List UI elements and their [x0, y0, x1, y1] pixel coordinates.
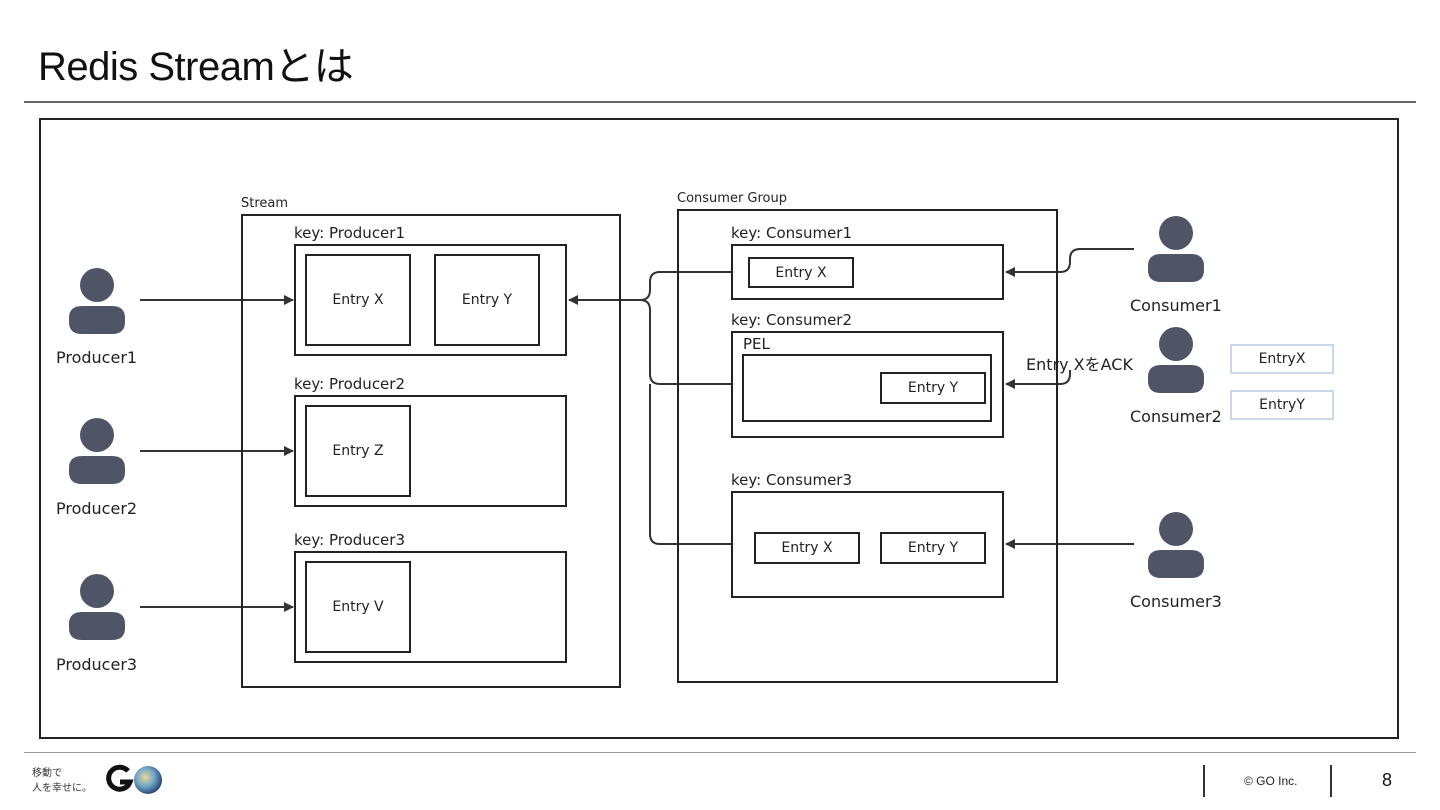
consumer-label: Consumer2 — [1130, 407, 1222, 426]
producer-person-icon — [69, 268, 125, 334]
stream-key-box — [294, 244, 567, 356]
copyright-text: © GO Inc. — [1244, 774, 1298, 788]
go-logo-icon — [106, 764, 162, 794]
stream-label: Stream — [241, 196, 289, 211]
consumer3-to-stream-line — [649, 384, 731, 545]
consumer-entry: Entry Y — [880, 532, 986, 564]
consumer-key-label: key: Consumer1 — [731, 224, 853, 242]
tagline-line: 人を幸せに。 — [32, 783, 92, 794]
footer-separator — [1330, 765, 1332, 797]
footer-divider — [24, 752, 1416, 753]
consumer-key-box — [731, 244, 1004, 300]
stream-key-label: key: Producer3 — [294, 531, 405, 549]
consumer-person-icon — [1148, 512, 1204, 578]
consumer2-entry: EntryX — [1230, 344, 1334, 374]
consumer-entry: Entry Y — [880, 372, 986, 404]
consumer-person-icon — [1148, 216, 1204, 282]
title-divider — [24, 101, 1416, 103]
stream-entry: Entry Y — [434, 254, 540, 346]
consumer2-arrow — [1005, 370, 1071, 389]
producer-label: Producer2 — [56, 499, 138, 518]
consumer-key-box — [731, 491, 1004, 598]
producer-person-icon — [69, 574, 125, 640]
consumer-key-box — [731, 331, 1004, 438]
stream-key-box — [294, 395, 567, 507]
producer-label: Producer3 — [56, 655, 138, 674]
consumer-label: Consumer3 — [1130, 592, 1222, 611]
stream-key-label: key: Producer1 — [294, 224, 405, 242]
ack-label: Entry XをACK — [1026, 355, 1133, 374]
consumer-group-box — [677, 209, 1058, 683]
stream-entry: Entry V — [305, 561, 411, 653]
consumer1-arrow — [1005, 248, 1134, 277]
producer-person-icon — [69, 418, 125, 484]
consumer-label: Consumer1 — [1130, 296, 1222, 315]
consumer-entry: Entry X — [754, 532, 860, 564]
producer-label: Producer1 — [56, 348, 138, 367]
stream-box — [241, 214, 621, 688]
consumer-group-label: Consumer Group — [677, 191, 787, 206]
tagline: 移動で 人を幸せに。 — [32, 766, 92, 796]
stream-entry: Entry X — [305, 254, 411, 346]
consumer2-entry: EntryY — [1230, 390, 1334, 420]
stream-entry: Entry Z — [305, 405, 411, 497]
footer-separator — [1203, 765, 1205, 797]
tagline-line: 移動で — [32, 768, 62, 779]
pel-label: PEL — [743, 335, 770, 353]
pel-box — [742, 354, 992, 422]
page-number: 8 — [1382, 770, 1393, 790]
stream-key-box — [294, 551, 567, 663]
slide-title: Redis Streamとは — [38, 45, 354, 89]
consumer-person-icon — [1148, 327, 1204, 393]
consumer-entry: Entry X — [748, 257, 854, 288]
consumer-key-label: key: Consumer3 — [731, 471, 853, 489]
consumer2-to-stream-line — [639, 299, 731, 385]
stream-key-label: key: Producer2 — [294, 375, 405, 393]
consumer-key-label: key: Consumer2 — [731, 311, 853, 329]
diagram-frame — [39, 118, 1399, 739]
consumer1-to-stream-line — [639, 271, 731, 301]
